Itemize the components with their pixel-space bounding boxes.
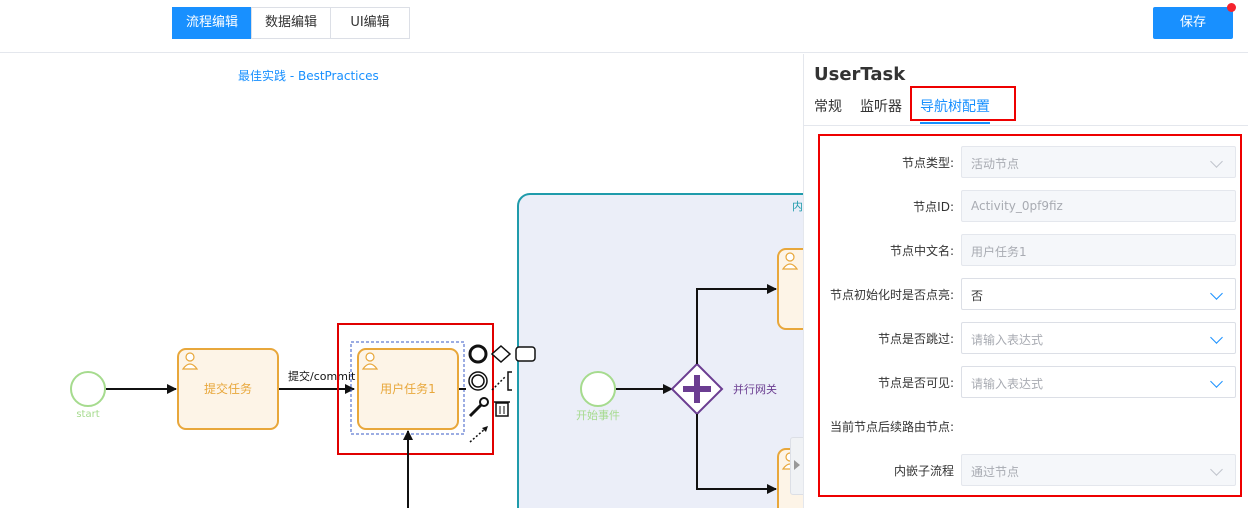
append-gateway-icon[interactable] <box>490 344 512 364</box>
row-next-route: 当前节点后续路由节点: <box>804 410 1248 442</box>
tab-nav-tree-config[interactable]: 导航树配置 <box>920 96 990 124</box>
node-cn-name-value: 用户任务1 <box>971 245 1027 259</box>
node-type-select[interactable]: 活动节点 <box>961 146 1236 178</box>
panel-title: UserTask <box>814 64 906 85</box>
plus-icon <box>683 375 711 403</box>
tab-listeners[interactable]: 监听器 <box>860 99 902 115</box>
chevron-down-icon <box>1210 463 1223 476</box>
append-task-icon[interactable] <box>515 346 536 362</box>
visible-label: 节点是否可见: <box>877 376 954 390</box>
node-id-field[interactable]: Activity_0pf9fiz <box>961 190 1236 222</box>
tab-data-edit[interactable]: 数据编辑 <box>251 7 331 39</box>
chevron-down-icon <box>1210 331 1223 344</box>
submit-task-label: 提交任务 <box>204 381 252 396</box>
chevron-down-icon <box>1210 375 1223 388</box>
user-icon <box>361 352 379 370</box>
panel-collapse-toggle[interactable] <box>790 437 804 495</box>
chevron-down-icon <box>1210 155 1223 168</box>
properties-panel: UserTask 常规 监听器 导航树配置 节点类型: 活动节点 节点ID: A… <box>803 54 1248 508</box>
node-id-value: Activity_0pf9fiz <box>971 199 1063 213</box>
unsaved-indicator-dot <box>1227 3 1236 12</box>
submit-task[interactable] <box>177 348 279 430</box>
append-intermediate-event-icon[interactable] <box>468 371 488 391</box>
connect-icon[interactable] <box>469 426 488 443</box>
skip-placeholder: 请输入表达式 <box>971 333 1044 347</box>
visible-placeholder: 请输入表达式 <box>971 377 1044 391</box>
row-embedded-subflow: 内嵌子流程 通过节点 <box>804 454 1248 486</box>
row-visible: 节点是否可见: 请输入表达式 <box>804 366 1248 398</box>
embedded-subflow-select[interactable]: 通过节点 <box>961 454 1236 486</box>
inner-start-event[interactable] <box>580 371 616 407</box>
row-node-cn-name: 节点中文名: 用户任务1 <box>804 234 1248 266</box>
append-end-event-icon[interactable] <box>468 344 488 364</box>
embedded-subflow-label: 内嵌子流程 <box>893 464 954 478</box>
bpmn-canvas[interactable]: 最佳实践 - BestPractices 内 start 提交任 <box>0 54 803 508</box>
row-init-highlight: 节点初始化时是否点亮: 否 <box>804 278 1248 310</box>
top-toolbar: 流程编辑 数据编辑 UI编辑 保存 <box>0 0 1248 53</box>
bpmn-diagram: 内 start 提交任务 提交/commit <box>70 193 803 508</box>
tab-ui-edit[interactable]: UI编辑 <box>330 7 410 39</box>
node-cn-name-label: 节点中文名: <box>889 244 954 258</box>
mode-tabs: 流程编辑 数据编辑 UI编辑 <box>172 7 410 39</box>
user-task-label: 用户任务1 <box>380 381 436 396</box>
gateway-label: 并行网关 <box>733 382 777 396</box>
row-node-type: 节点类型: 活动节点 <box>804 146 1248 178</box>
chevron-down-icon <box>1210 287 1223 300</box>
trash-icon[interactable] <box>494 401 510 417</box>
user-task-1[interactable] <box>357 348 459 430</box>
tabs-divider <box>804 125 1248 126</box>
node-id-label: 节点ID: <box>913 200 954 214</box>
skip-expression-select[interactable]: 请输入表达式 <box>961 322 1236 354</box>
node-type-value: 活动节点 <box>971 157 1020 171</box>
tab-general[interactable]: 常规 <box>814 99 842 115</box>
wrench-icon[interactable] <box>468 397 489 418</box>
subprocess-title: 内 <box>792 199 803 213</box>
subprocess-container[interactable] <box>517 193 803 508</box>
start-event[interactable] <box>70 371 106 407</box>
append-text-annotation-icon[interactable] <box>491 371 512 391</box>
flow-label: 提交/commit <box>288 369 356 383</box>
row-skip: 节点是否跳过: 请输入表达式 <box>804 322 1248 354</box>
user-icon <box>781 252 799 270</box>
caret-right-icon <box>794 460 800 470</box>
form-highlight-box <box>818 134 1242 497</box>
init-highlight-select[interactable]: 否 <box>961 278 1236 310</box>
sequence-flow-lower[interactable] <box>696 414 777 494</box>
visible-expression-select[interactable]: 请输入表达式 <box>961 366 1236 398</box>
panel-tabs: 常规 监听器 导航树配置 <box>814 96 1008 126</box>
init-highlight-label: 节点初始化时是否点亮: <box>829 288 954 302</box>
row-node-id: 节点ID: Activity_0pf9fiz <box>804 190 1248 222</box>
skip-label: 节点是否跳过: <box>877 332 954 346</box>
sequence-flow-upper[interactable] <box>696 284 777 364</box>
next-route-label: 当前节点后续路由节点: <box>829 420 954 434</box>
user-icon <box>181 352 199 370</box>
tab-highlight-box <box>910 86 1016 121</box>
init-highlight-value: 否 <box>971 289 984 303</box>
embedded-subflow-value: 通过节点 <box>971 465 1020 479</box>
node-type-label: 节点类型: <box>901 156 954 170</box>
tab-process-edit[interactable]: 流程编辑 <box>172 7 252 39</box>
inner-start-event-label: 开始事件 <box>576 408 620 422</box>
save-button[interactable]: 保存 <box>1153 7 1233 39</box>
node-cn-name-field[interactable]: 用户任务1 <box>961 234 1236 266</box>
start-event-label: start <box>76 409 99 420</box>
best-practices-link[interactable]: 最佳实践 - BestPractices <box>238 69 379 83</box>
